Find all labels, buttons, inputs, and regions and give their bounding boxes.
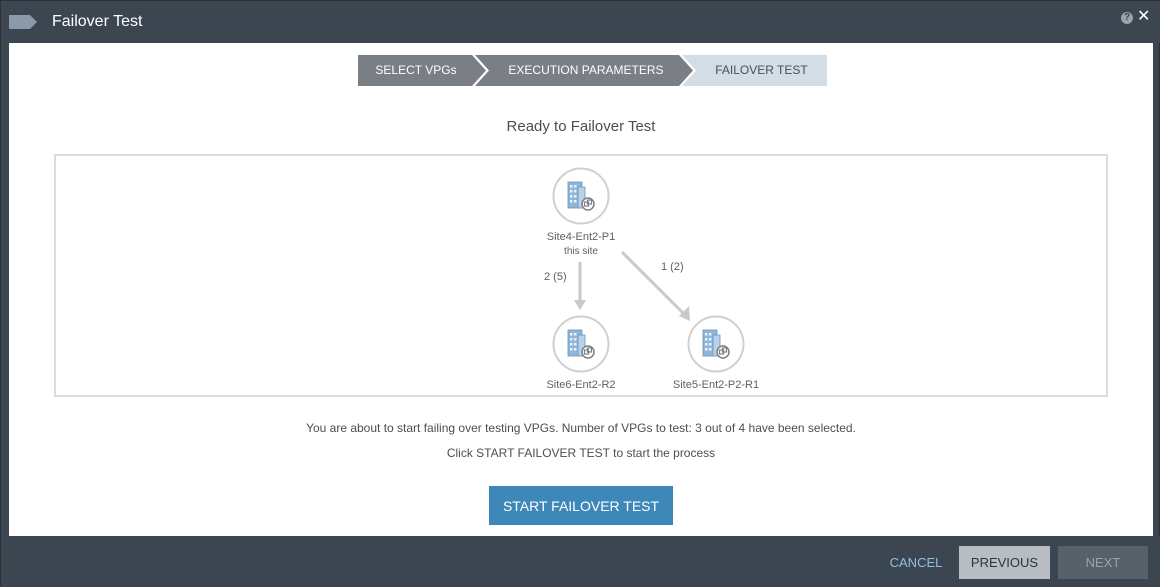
- step-select-vpgs[interactable]: SELECT VPGs: [358, 55, 486, 86]
- help-icon[interactable]: ?: [1121, 12, 1133, 24]
- site-name: Site6-Ent2-R2: [546, 379, 616, 391]
- link-label-site4-to-site6: 2 (5): [544, 271, 567, 283]
- start-instruction: Click START FAILOVER TEST to start the p…: [446, 446, 716, 460]
- datacenter-building-icon: [687, 315, 745, 373]
- link-label-site4-to-site5: 1 (2): [661, 261, 684, 273]
- site-subtitle: this site: [564, 246, 598, 257]
- site-name: Site5-Ent2-P2-R1: [672, 379, 760, 391]
- step-execution-parameters[interactable]: EXECUTION PARAMETERS: [475, 55, 693, 86]
- datacenter-building-icon: [552, 167, 610, 225]
- start-failover-test-button[interactable]: START FAILOVER TEST: [489, 486, 673, 525]
- dialog-content: SELECT VPGs EXECUTION PARAMETERS FAILOVE…: [9, 43, 1153, 536]
- next-button[interactable]: NEXT: [1058, 546, 1148, 579]
- step-label: FAILOVER TEST: [715, 63, 808, 77]
- dialog-title: Failover Test: [52, 13, 143, 30]
- tag-icon: [9, 15, 37, 29]
- site-node-site4-ent2-p1[interactable]: [552, 167, 610, 225]
- site-node-site5-ent2-p2-r1[interactable]: [687, 315, 745, 373]
- step-failover-test: FAILOVER TEST: [682, 55, 827, 86]
- site-node-site6-ent2-r2[interactable]: [552, 315, 610, 373]
- title-bar: Failover Test ? ✕: [1, 1, 1160, 43]
- step-label: SELECT VPGs: [375, 63, 457, 77]
- site-name: Site4-Ent2-P1: [546, 231, 616, 243]
- datacenter-building-icon: [552, 315, 610, 373]
- selection-summary: You are about to start failing over test…: [306, 421, 856, 435]
- ready-heading: Ready to Failover Test: [506, 118, 656, 135]
- topology-links: [574, 250, 690, 321]
- close-icon[interactable]: ✕: [1137, 8, 1151, 25]
- site-topology-diagram: Site4-Ent2-P1 this site Site6-Ent2-R2: [54, 154, 1108, 397]
- dialog-footer: CANCEL PREVIOUS NEXT: [1, 536, 1160, 587]
- step-label: EXECUTION PARAMETERS: [508, 63, 664, 77]
- cancel-button[interactable]: CANCEL: [885, 546, 947, 579]
- previous-button[interactable]: PREVIOUS: [959, 546, 1050, 579]
